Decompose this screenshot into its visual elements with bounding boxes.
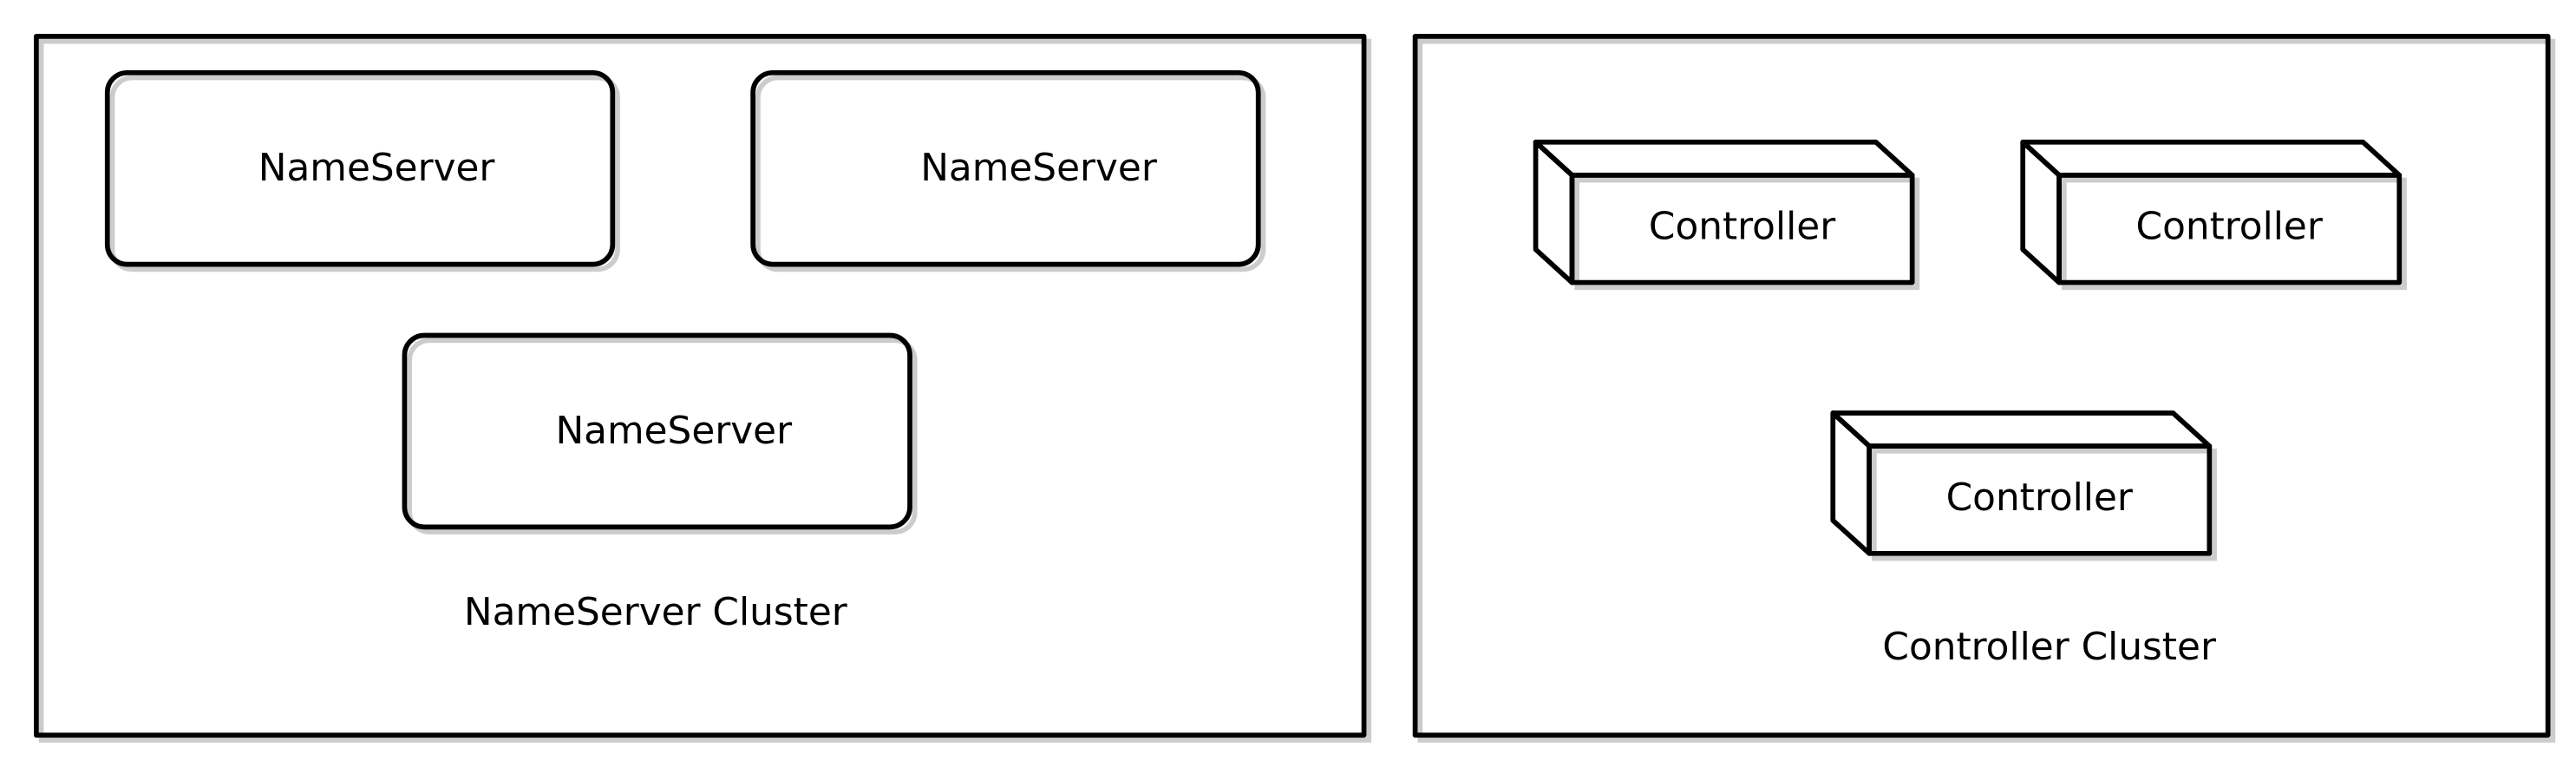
controller-cluster-boundary: [1412, 34, 2551, 738]
controller-label: Controller: [1649, 205, 1835, 249]
controller-node: Controller: [1830, 410, 2217, 561]
nameserver-box: [750, 69, 1261, 267]
nameserver-box: [104, 69, 616, 267]
controller-cluster-label: Controller Cluster: [1882, 625, 2216, 669]
controller-side-face: [2020, 139, 2062, 285]
controller-label: Controller: [2136, 205, 2323, 249]
controller-side-face: [1830, 410, 1873, 556]
nameserver-node: NameServer: [750, 69, 1266, 272]
nameserver-cluster-boundary: [34, 34, 1367, 738]
controller-top-face: [1533, 139, 1915, 178]
nameserver-label: NameServer: [258, 146, 495, 190]
controller-top-face: [2020, 139, 2403, 178]
nameserver-node: NameServer: [402, 332, 918, 535]
nameserver-label: NameServer: [920, 146, 1157, 190]
controller-label: Controller: [1946, 476, 2133, 520]
nameserver-node: NameServer: [104, 69, 620, 272]
nameserver-cluster-label: NameServer Cluster: [464, 590, 847, 634]
controller-front-face: [1569, 172, 1915, 285]
controller-top-face: [1830, 410, 2213, 449]
controller-node: Controller: [2020, 139, 2407, 291]
controller-front-face: [2056, 172, 2403, 285]
controller-front-face: [1867, 443, 2213, 556]
nameserver-label: NameServer: [555, 409, 792, 453]
controller-node: Controller: [1533, 139, 1920, 291]
controller-side-face: [1533, 139, 1575, 285]
nameserver-box: [402, 332, 912, 530]
